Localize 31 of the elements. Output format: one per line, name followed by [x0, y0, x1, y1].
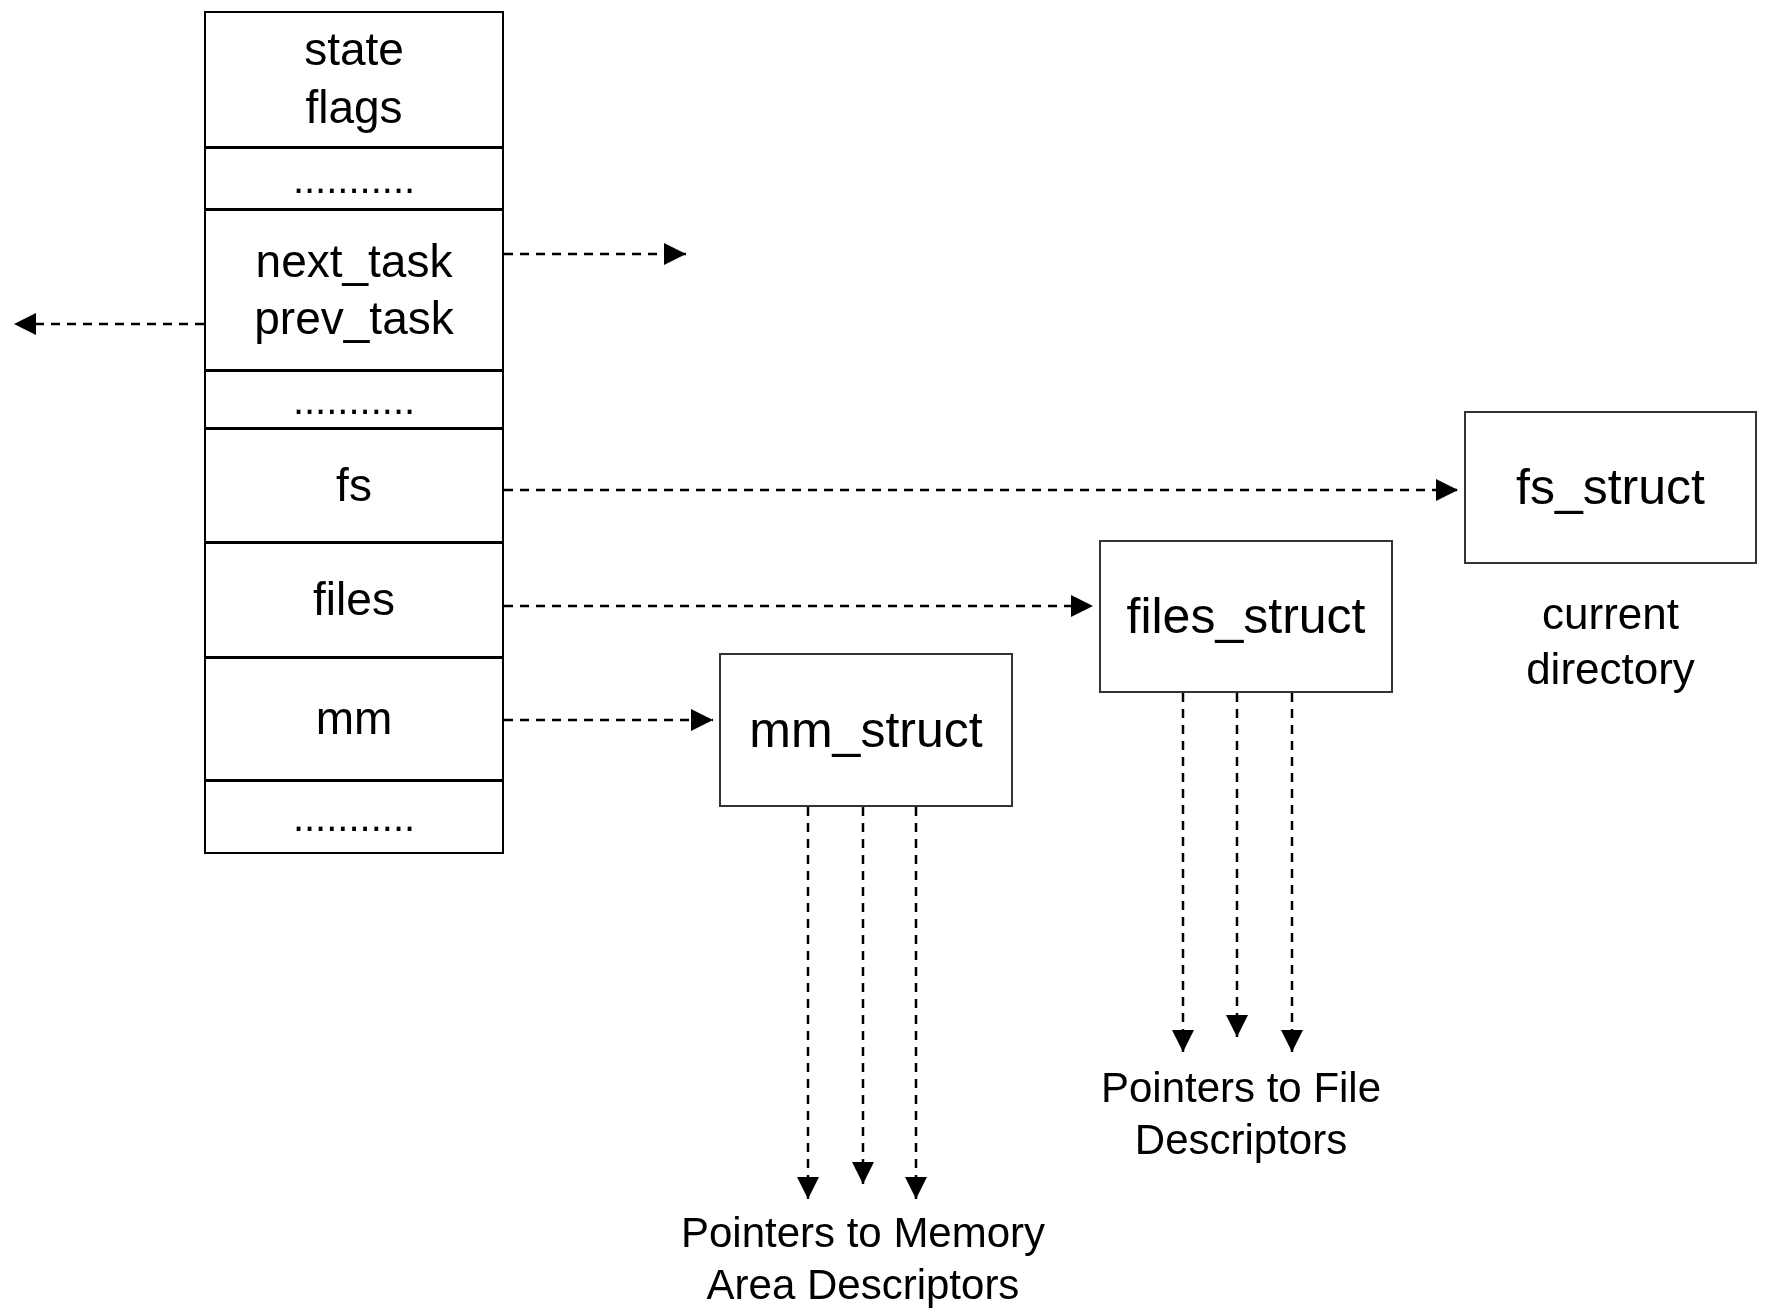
struct-box — [1464, 411, 1757, 564]
arrow — [797, 807, 819, 1199]
field-name: files — [313, 572, 395, 628]
arrow — [905, 807, 927, 1199]
field-name: next_task — [255, 233, 453, 289]
field-name: ........... — [292, 376, 416, 424]
arrow — [852, 807, 874, 1184]
field-name: prev_task — [254, 291, 454, 346]
field-name: files_struct — [1126, 587, 1366, 647]
arrow — [1226, 693, 1248, 1037]
field-name: fs — [336, 457, 372, 513]
caption-text: current directory — [1525, 588, 1696, 695]
field-name: ........... — [292, 794, 416, 841]
arrow — [504, 243, 686, 265]
field-name: state — [304, 22, 404, 77]
struct-box — [1099, 540, 1393, 693]
arrow — [504, 595, 1093, 617]
arrow — [14, 313, 204, 335]
struct-box — [719, 653, 1013, 807]
table-column — [204, 11, 504, 854]
arrow — [1172, 693, 1194, 1052]
text-label: Pointers to Memory Area Descriptors — [648, 1205, 1078, 1313]
field-name: mm_struct — [749, 700, 983, 760]
text-label: Pointers to File Descriptors — [1086, 1058, 1396, 1170]
arrow — [504, 479, 1458, 501]
field-name: ........... — [292, 155, 416, 203]
arrow — [1281, 693, 1303, 1052]
field-name: fs_struct — [1516, 458, 1705, 518]
arrow — [504, 709, 713, 731]
field-name: mm — [315, 691, 393, 747]
field-name: flags — [305, 79, 403, 135]
